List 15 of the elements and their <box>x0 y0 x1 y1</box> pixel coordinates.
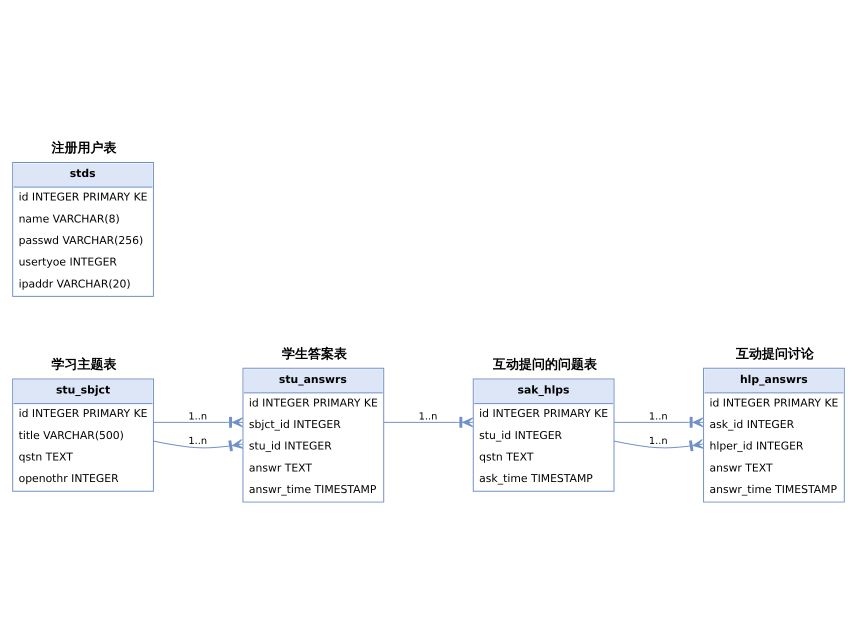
node-label: 互动提问的问题表 <box>492 357 597 372</box>
connector <box>382 416 474 428</box>
edge-label: 1..n <box>648 410 668 422</box>
edge-label: 1..n <box>418 410 438 422</box>
node-label: 注册用户表 <box>52 140 117 156</box>
node-label: 互动提问讨论 <box>736 346 814 362</box>
node-label: 学生答案表 <box>282 346 347 362</box>
connector <box>152 416 243 428</box>
edge-label: 1..n <box>188 435 208 446</box>
connector <box>613 416 704 428</box>
node-label: 学习主题表 <box>52 357 117 372</box>
edge-label: 1..n <box>648 435 668 446</box>
connector <box>613 438 704 451</box>
edge-label: 1..n <box>188 410 208 422</box>
connector <box>152 438 244 451</box>
